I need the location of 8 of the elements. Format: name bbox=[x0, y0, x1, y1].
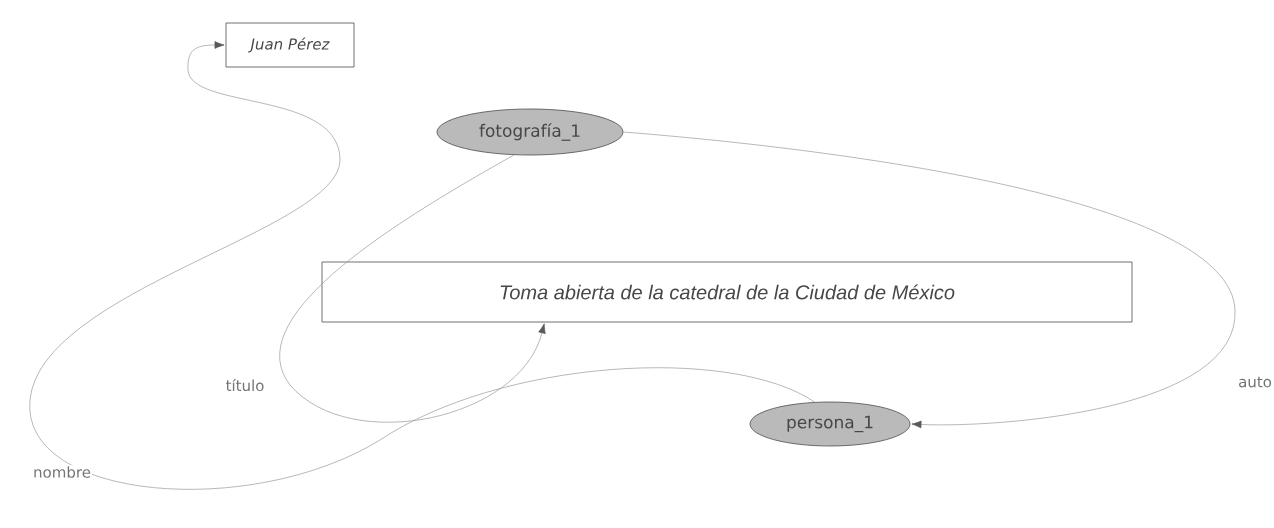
literal-box: Toma abierta de la catedral de la Ciudad de México bbox=[321, 261, 1133, 323]
arrow bbox=[279, 154, 546, 423]
edge-label: nombre bbox=[32, 465, 92, 479]
arrow bbox=[29, 41, 815, 490]
edge-label: título bbox=[224, 377, 266, 393]
arrow bbox=[623, 131, 1236, 429]
entity-box: Juan Pérez bbox=[225, 22, 355, 68]
edge-label: auto bbox=[1237, 375, 1273, 389]
